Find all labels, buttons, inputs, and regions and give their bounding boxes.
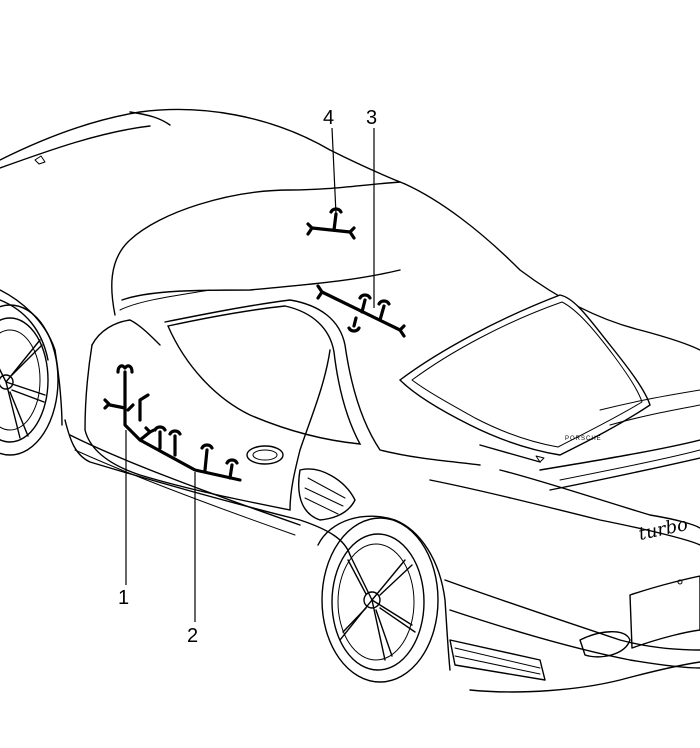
callout-labels: 1 2 3 4 xyxy=(118,107,377,647)
exhaust-tip xyxy=(579,631,631,658)
harness-roof-4 xyxy=(306,207,356,240)
callout-3: 3 xyxy=(366,107,377,129)
leader-lines xyxy=(125,127,375,622)
callout-1: 1 xyxy=(118,587,129,609)
door-handle-icon xyxy=(246,445,284,465)
front-wheel xyxy=(0,304,59,456)
callout-2: 2 xyxy=(187,625,198,647)
license-plate xyxy=(629,575,700,649)
callout-4: 4 xyxy=(323,107,334,129)
turbo-badge: turbo xyxy=(637,514,690,545)
leader-line-4 xyxy=(331,127,337,215)
harness-roof-3 xyxy=(316,284,406,338)
rear-wheel xyxy=(321,517,439,683)
rear-window-script: PORSCHE xyxy=(565,436,602,442)
rear-diffuser xyxy=(449,639,546,681)
harness-door xyxy=(103,364,242,482)
